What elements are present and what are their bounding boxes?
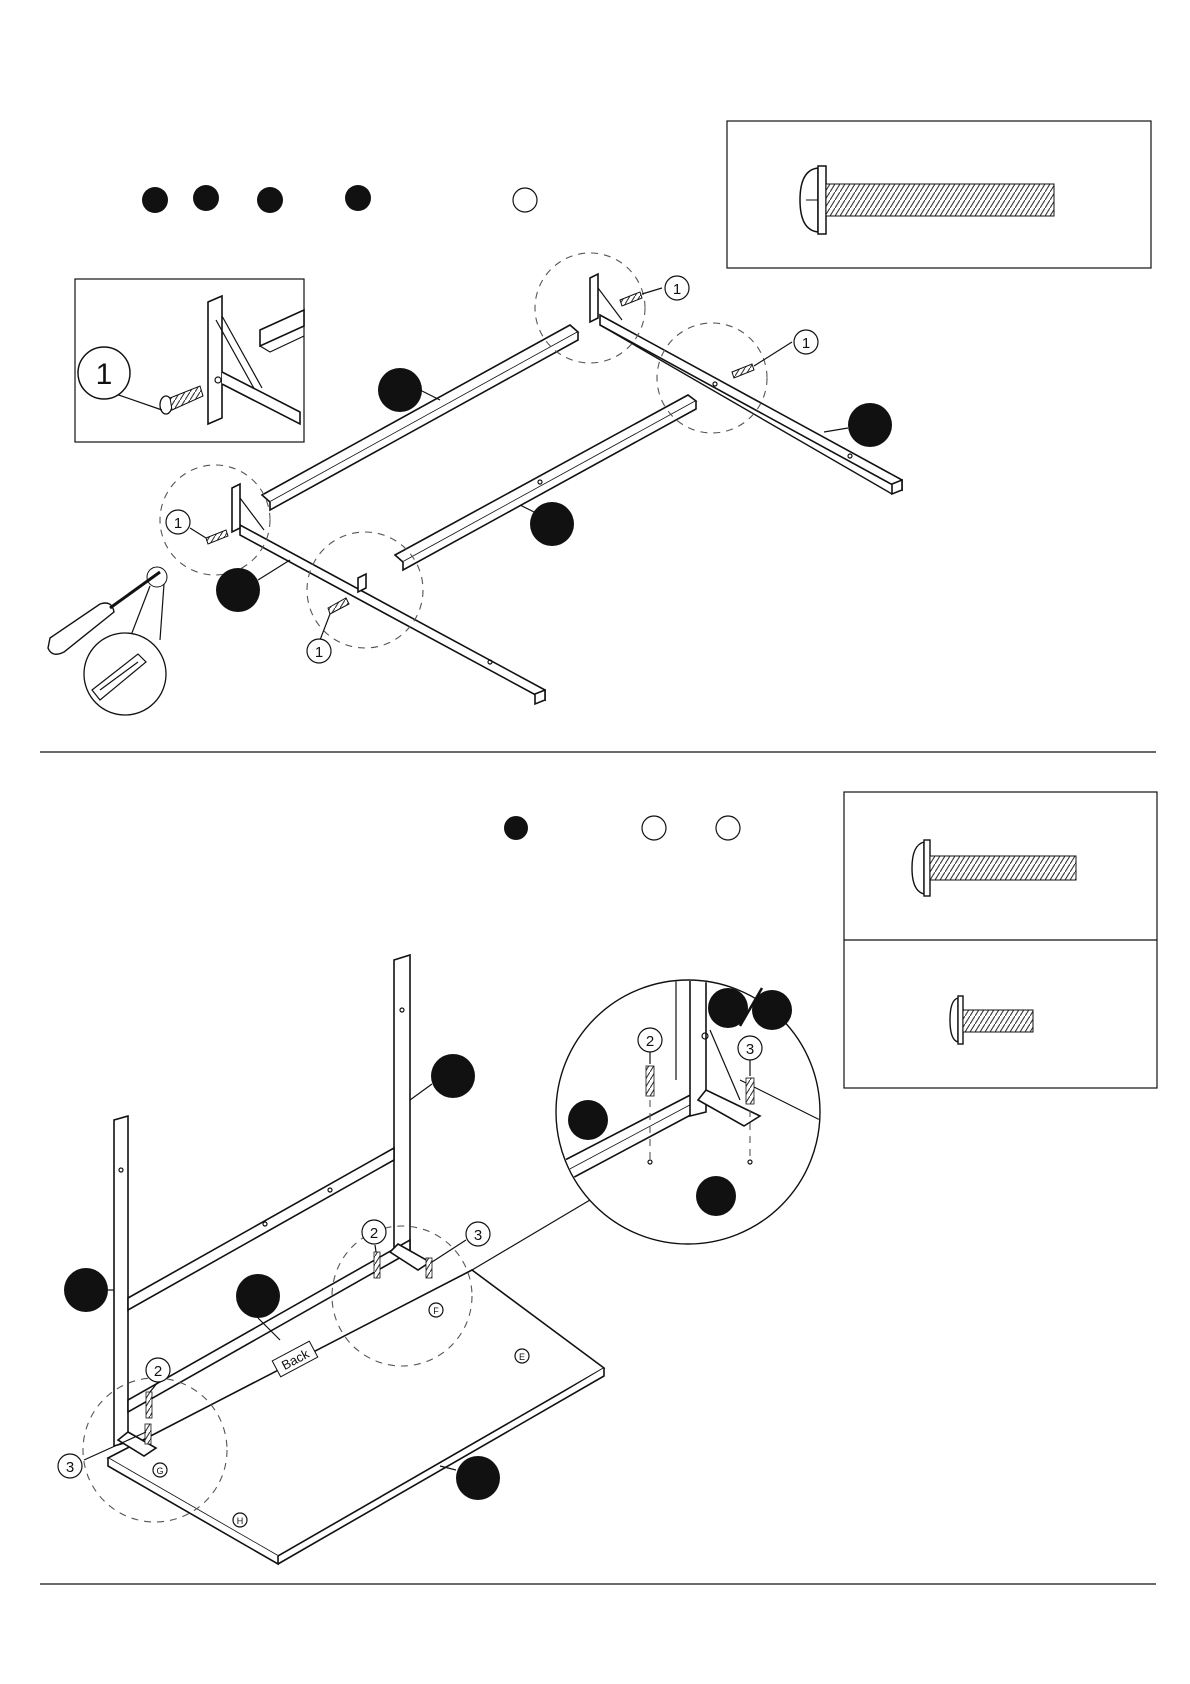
callout-number: 1: [315, 644, 323, 661]
part-dot: [64, 1268, 108, 1312]
part-dot: [216, 568, 260, 612]
step-two-section: Back F E G H 2 3: [58, 792, 1157, 1564]
part-dot: [530, 502, 574, 546]
part-dot: [345, 185, 371, 211]
callout-number: 2: [370, 1225, 378, 1242]
screwdriver-icon: [48, 567, 167, 715]
step-two-part-dots: [504, 816, 740, 840]
desk-assembly-drawing: Back F E G H 2 3: [58, 955, 604, 1564]
part-dot: [142, 187, 168, 213]
hardware-circle: [716, 816, 740, 840]
callout-number: 3: [66, 1459, 74, 1476]
hole-letter: E: [519, 1352, 525, 1362]
part-dot: [504, 816, 528, 840]
hardware-circle: [642, 816, 666, 840]
callout-number: 1: [673, 281, 681, 298]
hardware-box-long-bolt: [727, 121, 1151, 268]
part-dot: [456, 1456, 500, 1500]
hardware-box-bolts: [844, 792, 1157, 1088]
inset-callout-number: 1: [96, 358, 113, 391]
part-dot: [848, 403, 892, 447]
callout-number: 3: [474, 1227, 482, 1244]
part-dot: [568, 1100, 608, 1140]
hole-letter: H: [237, 1516, 244, 1526]
hardware-circle: [513, 188, 537, 212]
part-dot: [236, 1274, 280, 1318]
callout-number: 2: [154, 1363, 162, 1380]
step-one-part-dots: [142, 185, 537, 213]
part-dot: [696, 1176, 736, 1216]
part-dot: [257, 187, 283, 213]
callout-number: 2: [646, 1033, 654, 1050]
corner-zoom-detail: 2 3: [556, 976, 820, 1244]
bracket-detail-inset: 1: [75, 279, 304, 442]
part-dot: [193, 185, 219, 211]
hole-letter: F: [433, 1306, 439, 1316]
part-dot: [378, 368, 422, 412]
hole-letter: G: [156, 1466, 163, 1476]
callout-number: 3: [746, 1041, 754, 1058]
callout-number: 1: [802, 335, 810, 352]
step-one-section: 1: [48, 121, 1151, 715]
part-dot: [431, 1054, 475, 1098]
callout-number: 1: [174, 515, 182, 532]
